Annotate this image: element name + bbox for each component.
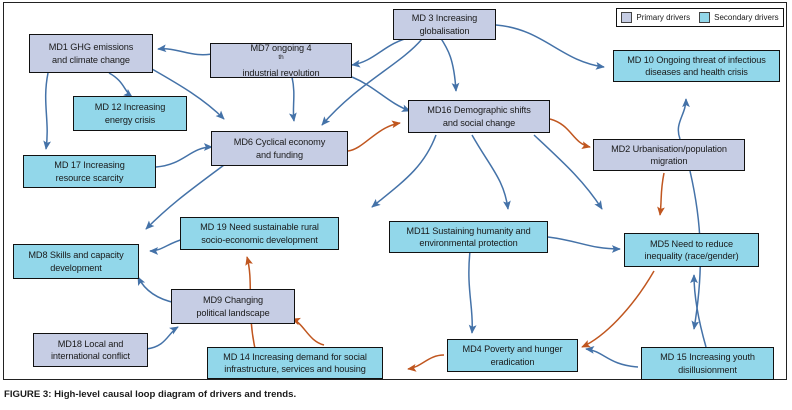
node-md17-label: MD 17 Increasing resource scarcity <box>54 160 125 183</box>
node-md19[interactable]: MD 19 Need sustainable rural socio-econo… <box>180 217 339 250</box>
node-md10-label: MD 10 Ongoing threat of infectious disea… <box>627 54 766 77</box>
node-md19-label: MD 19 Need sustainable rural socio-econo… <box>200 222 319 245</box>
node-md2-label: MD2 Urbanisation/population migration <box>611 143 727 166</box>
legend-item-primary: Primary drivers <box>621 12 690 23</box>
node-md2[interactable]: MD2 Urbanisation/population migration <box>593 139 745 171</box>
node-md14[interactable]: MD 14 Increasing demand for social infra… <box>207 347 383 379</box>
figure-caption: FIGURE 3: High-level causal loop diagram… <box>4 389 297 400</box>
node-md4[interactable]: MD4 Poverty and hunger eradication <box>447 339 578 372</box>
node-md18-label: MD18 Local and international conflict <box>50 338 130 361</box>
node-md18[interactable]: MD18 Local and international conflict <box>33 333 148 367</box>
legend-label-secondary: Secondary drivers <box>714 13 779 22</box>
node-md8-label: MD8 Skills and capacity development <box>28 250 124 273</box>
legend-swatch-primary-icon <box>621 12 633 23</box>
node-md5[interactable]: MD5 Need to reduce inequality (race/gend… <box>624 233 759 267</box>
node-md1[interactable]: MD1 GHG emissions and climate change <box>29 34 153 73</box>
node-md16[interactable]: MD16 Demographic shifts and social chang… <box>408 100 550 133</box>
diagram-frame: MD1 GHG emissions and climate change MD … <box>3 2 787 380</box>
node-md9-label: MD9 Changing political landscape <box>196 295 270 318</box>
node-md9[interactable]: MD9 Changing political landscape <box>171 289 295 324</box>
legend-swatch-secondary-icon <box>699 12 711 23</box>
node-md15-label: MD 15 Increasing youth disillusionment <box>660 352 755 375</box>
node-md3[interactable]: MD 3 Increasing globalisation <box>393 9 496 40</box>
node-md16-label: MD16 Demographic shifts and social chang… <box>427 105 531 128</box>
node-md12[interactable]: MD 12 Increasing energy crisis <box>73 96 187 131</box>
node-md12-label: MD 12 Increasing energy crisis <box>94 102 166 125</box>
node-md10[interactable]: MD 10 Ongoing threat of infectious disea… <box>613 50 780 82</box>
node-md3-label: MD 3 Increasing globalisation <box>411 13 478 36</box>
legend-item-secondary: Secondary drivers <box>699 12 779 23</box>
node-md4-label: MD4 Poverty and hunger eradication <box>462 344 563 367</box>
node-md14-label: MD 14 Increasing demand for social infra… <box>223 351 367 374</box>
node-md17[interactable]: MD 17 Increasing resource scarcity <box>23 155 156 188</box>
legend-label-primary: Primary drivers <box>636 13 691 22</box>
node-md5-label: MD5 Need to reduce inequality (race/gend… <box>644 238 739 261</box>
node-md11[interactable]: MD11 Sustaining humanity and environment… <box>389 221 548 253</box>
node-md6[interactable]: MD6 Cyclical economy and funding <box>211 131 348 166</box>
node-md8[interactable]: MD8 Skills and capacity development <box>13 244 139 279</box>
node-md15[interactable]: MD 15 Increasing youth disillusionment <box>641 347 774 380</box>
legend: Primary drivers Secondary drivers <box>616 8 784 27</box>
node-md1-label: MD1 GHG emissions and climate change <box>48 42 134 65</box>
node-md11-label: MD11 Sustaining humanity and environment… <box>406 225 531 248</box>
node-md6-label: MD6 Cyclical economy and funding <box>233 137 326 160</box>
